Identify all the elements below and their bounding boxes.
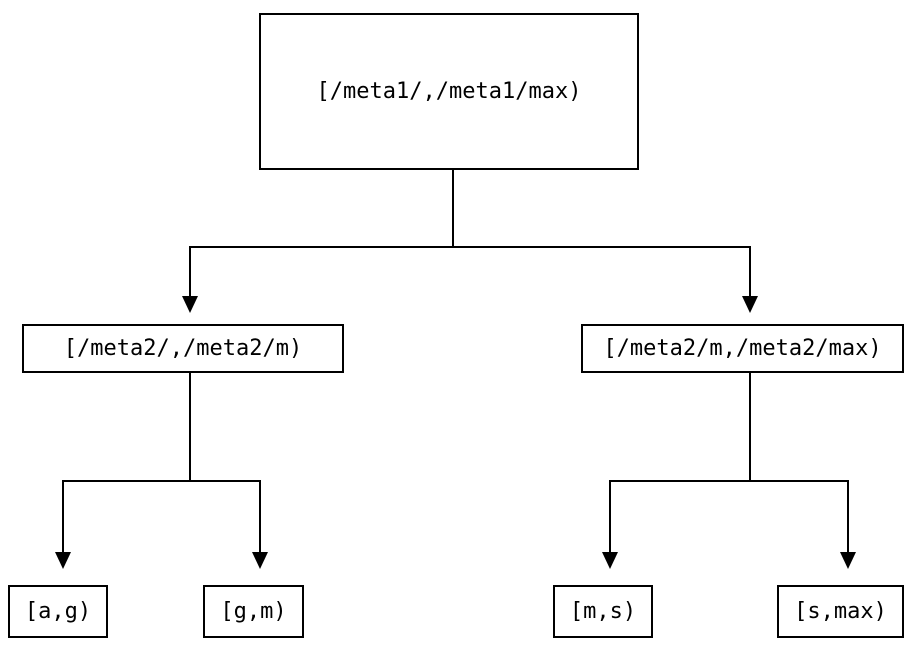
arrowhead-down-icon — [182, 296, 198, 313]
edge-root-branch — [189, 246, 751, 296]
node-range-a-g: [a,g) — [8, 585, 108, 638]
node-range-s-max: [s,max) — [777, 585, 904, 638]
arrowhead-down-icon — [742, 296, 758, 313]
arrowhead-down-icon — [840, 552, 856, 569]
node-range-m-s: [m,s) — [553, 585, 653, 638]
node-meta2-low-range: [/meta2/,/meta2/m) — [22, 324, 344, 373]
arrowhead-down-icon — [602, 552, 618, 569]
node-meta1-range: [/meta1/,/meta1/max) — [259, 13, 639, 170]
node-meta2-high-range: [/meta2/m,/meta2/max) — [581, 324, 904, 373]
edge-meta2-low-branch — [62, 480, 261, 552]
arrowhead-down-icon — [55, 552, 71, 569]
edge-meta2-high-branch — [609, 480, 849, 552]
node-range-g-m: [g,m) — [203, 585, 304, 638]
arrowhead-down-icon — [252, 552, 268, 569]
